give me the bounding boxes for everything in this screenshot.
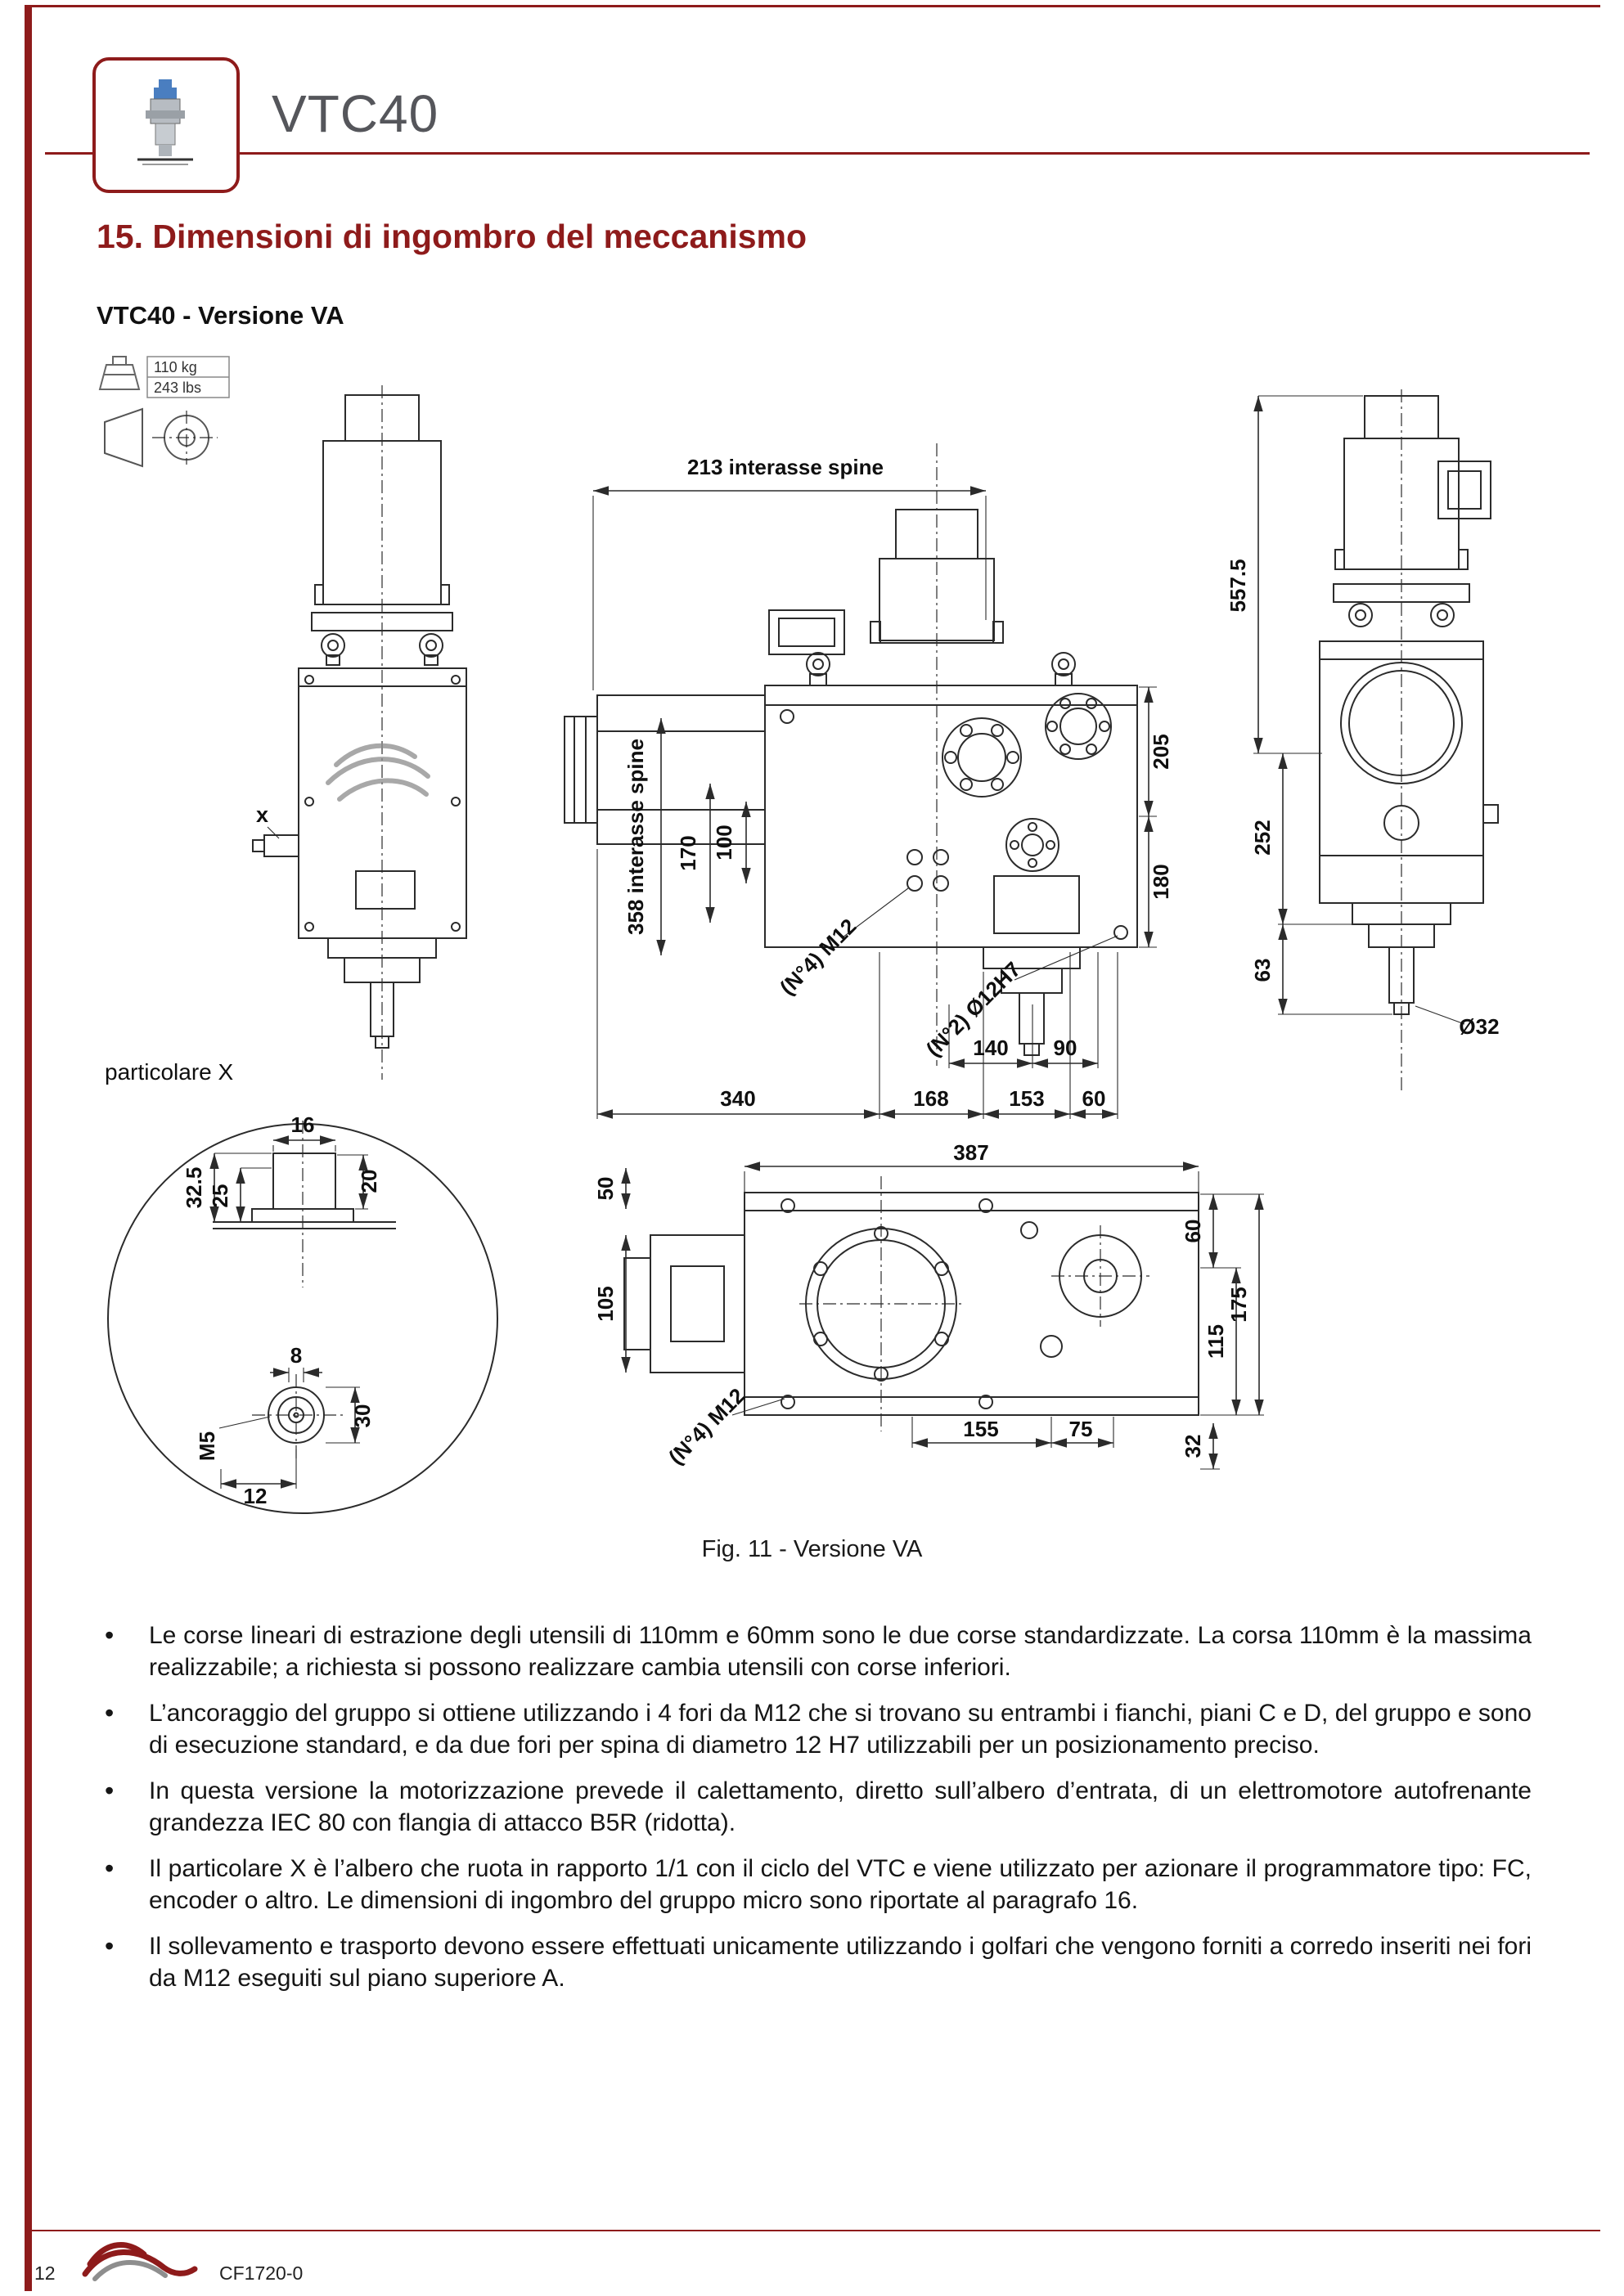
dim-25: 25: [208, 1184, 232, 1208]
dim-60-front: 60: [1082, 1086, 1106, 1111]
list-item: L’ancoraggio del gruppo si ottiene utili…: [97, 1697, 1532, 1761]
document-code: CF1720-0: [219, 2262, 304, 2284]
dim-115: 115: [1203, 1324, 1228, 1359]
logo-box: [92, 57, 240, 193]
dim-180: 180: [1149, 864, 1173, 899]
detail-x-dimensions: 16 32.5 25 20 8 30 M5 12: [182, 1112, 381, 1508]
dim-63: 63: [1250, 959, 1275, 982]
dim-n4-m12-top: (N°4) M12: [664, 1383, 749, 1469]
weight-lbs-value: 243 lbs: [154, 380, 201, 396]
dim-155: 155: [963, 1417, 998, 1441]
weight-values-box: [146, 356, 230, 398]
side-view-drawing: 557.5 252 63 Ø32: [1226, 389, 1500, 1093]
dim-20: 20: [357, 1170, 381, 1193]
left-view-drawing: x: [252, 385, 467, 1080]
dim-32-top: 32: [1181, 1435, 1205, 1458]
section-title: 15. Dimensioni di ingombro del meccanism…: [97, 218, 808, 255]
left-view-geometry: [252, 385, 467, 1080]
top-view-drawing: 387 50 105 60 115 175 32 155 75 (N°4) M1…: [593, 1140, 1264, 1470]
list-item: In questa versione la motorizzazione pre…: [97, 1775, 1532, 1839]
list-item-text: Il particolare X è l’albero che ruota in…: [149, 1855, 1532, 1914]
list-item-text: Le corse lineari di estrazione degli ute…: [149, 1622, 1532, 1681]
list-item-text: Il sollevamento e trasporto devono esser…: [149, 1933, 1532, 1992]
footer-rule: [25, 2230, 1600, 2231]
dim-168: 168: [913, 1086, 948, 1111]
dim-205: 205: [1149, 734, 1173, 769]
dim-340: 340: [720, 1086, 755, 1111]
list-item: Il particolare X è l’albero che ruota in…: [97, 1853, 1532, 1916]
left-view-labels: x: [256, 802, 280, 839]
dim-90: 90: [1054, 1036, 1077, 1060]
detail-x-drawing: particolare X: [105, 1059, 498, 1514]
side-view-dimensions: 557.5 252 63 Ø32: [1226, 395, 1500, 1039]
dim-252: 252: [1250, 820, 1275, 855]
dim-557-5: 557.5: [1226, 559, 1250, 612]
header-rule: [45, 152, 1590, 155]
list-item-text: In questa versione la motorizzazione pre…: [149, 1777, 1532, 1836]
dim-16: 16: [291, 1112, 315, 1137]
detail-x-geometry: [107, 1121, 498, 1514]
dim-60-top: 60: [1181, 1220, 1205, 1243]
weight-and-projection-icons: 110 kg 243 lbs: [98, 356, 230, 468]
front-view-drawing: 213 interasse spine 358 interasse spine …: [564, 443, 1173, 1119]
footer-brand-logo: [82, 2242, 198, 2281]
weight-kg-value: 110 kg: [154, 359, 197, 375]
x-axis-label: x: [256, 802, 268, 827]
page-border-top: [25, 5, 1600, 7]
dim-n4-m12-front: (N°4) M12: [775, 914, 861, 1000]
dim-105: 105: [593, 1286, 618, 1321]
dim-50: 50: [593, 1177, 618, 1201]
list-item: Le corse lineari di estrazione degli ute…: [97, 1620, 1532, 1683]
particolare-x-label: particolare X: [105, 1059, 234, 1085]
dim-32-5: 32.5: [182, 1167, 206, 1209]
dim-153: 153: [1009, 1086, 1044, 1111]
dim-213-interasse-spine: 213 interasse spine: [687, 455, 884, 479]
dim-12: 12: [244, 1484, 268, 1508]
dim-30: 30: [350, 1404, 375, 1428]
dim-140: 140: [973, 1036, 1008, 1060]
version-subtitle: VTC40 - Versione VA: [97, 301, 344, 330]
front-view-geometry: [564, 443, 1138, 1066]
weight-icon: [98, 356, 141, 390]
top-view-geometry: [623, 1176, 1199, 1431]
dim-75: 75: [1069, 1417, 1093, 1441]
top-view-dimensions: 387 50 105 60 115 175 32 155 75 (N°4) M1…: [593, 1140, 1264, 1470]
machine-logo-icon: [137, 79, 193, 165]
dim-170: 170: [676, 835, 700, 870]
page-header-title: VTC40: [272, 84, 439, 143]
figure-caption: Fig. 11 - Versione VA: [701, 1536, 923, 1562]
list-item-text: L’ancoraggio del gruppo si ottiene utili…: [149, 1700, 1532, 1759]
page-border-left: [25, 5, 32, 2291]
dim-358-interasse-spine: 358 interasse spine: [623, 739, 648, 935]
dim-8: 8: [290, 1343, 302, 1368]
dim-175: 175: [1226, 1287, 1251, 1322]
dim-387: 387: [953, 1140, 988, 1165]
page-number: 12: [34, 2262, 56, 2284]
dim-dia32: Ø32: [1459, 1014, 1499, 1039]
notes-list: Le corse lineari di estrazione degli ute…: [97, 1620, 1532, 2008]
side-view-geometry: [1319, 389, 1499, 1093]
dim-100: 100: [712, 824, 736, 860]
list-item: Il sollevamento e trasporto devono esser…: [97, 1930, 1532, 1994]
dim-m5: M5: [195, 1431, 219, 1461]
front-view-dimensions: 213 interasse spine 358 interasse spine …: [592, 455, 1173, 1119]
